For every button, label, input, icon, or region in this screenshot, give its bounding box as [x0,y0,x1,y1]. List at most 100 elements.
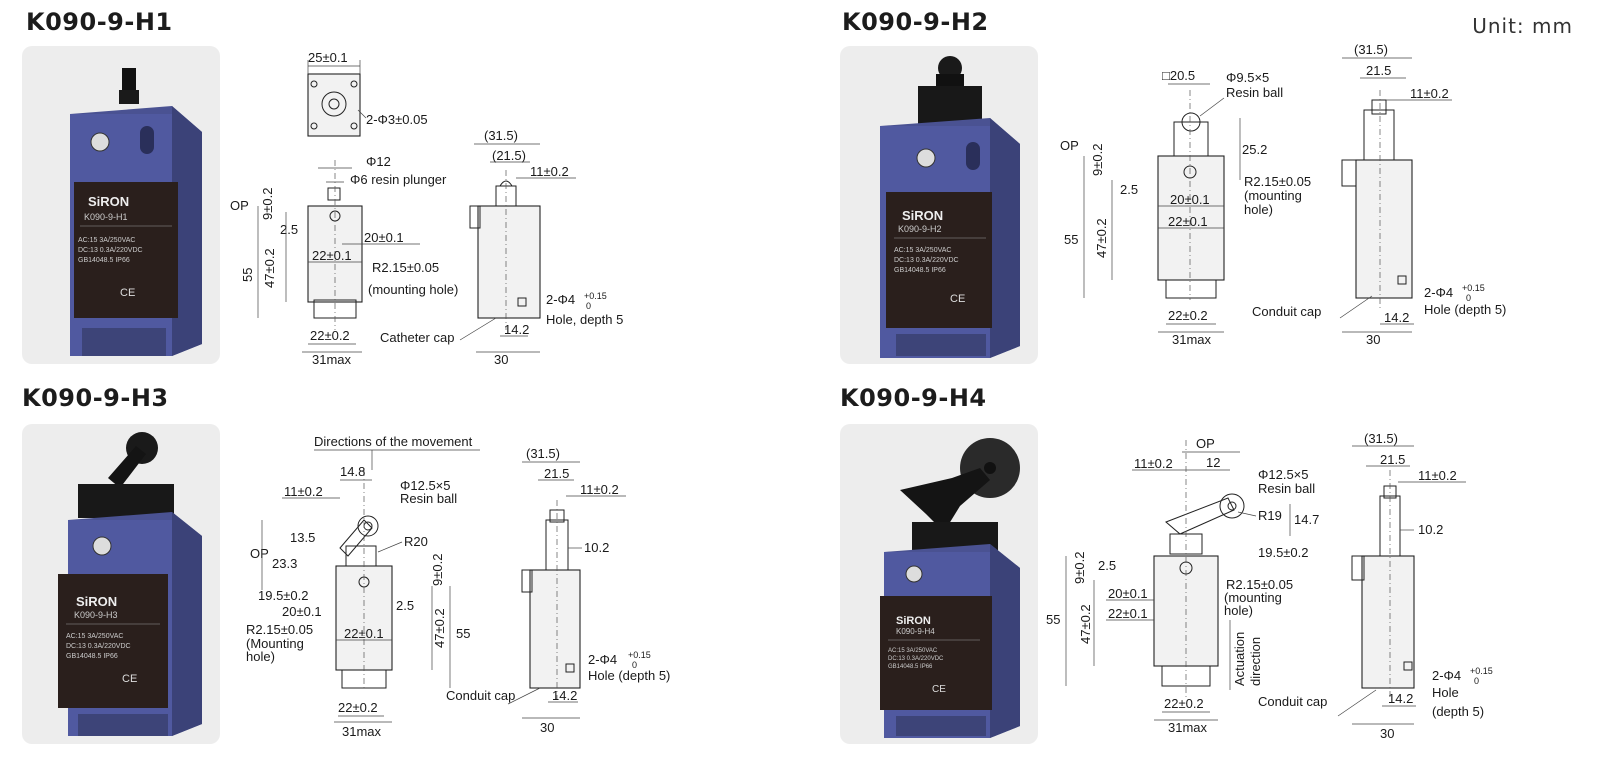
dim-label: 19.5±0.2 [258,588,309,603]
dim-label: 11±0.2 [530,164,569,179]
dim-label: 25±0.1 [308,50,348,65]
brand-text: SiRON [902,208,943,223]
dim-label: hole) [1244,202,1273,217]
dim-label: 14.2 [552,688,577,703]
panel-title-h3: K090-9-H3 [22,384,169,412]
dim-label: 20±0.1 [1170,192,1210,207]
product-photo-h3: SiRON K090-9-H3 AC:15 3A/250VAC DC:13 0.… [22,424,220,744]
h3-front-view: Directions of the movement 14.8 Φ12.5×5 … [246,434,480,739]
dim-label: 0 [586,301,591,311]
dim-label: hole) [1224,603,1253,618]
spec-2: DC:13 0.3A/220VDC [78,247,143,254]
dim-label: 14.7 [1294,512,1319,527]
dim-label: 47±0.2 [262,248,277,288]
dim-label: Φ12.5×5 [1258,467,1309,482]
spec-3: GB14048.5 IP66 [888,664,933,670]
dim-label: Φ6 resin plunger [350,172,447,187]
dim-label: 31max [1172,332,1212,347]
panel-title-h1: K090-9-H1 [26,8,173,36]
model-text: K090-9-H3 [74,610,118,620]
dim-label: (21.5) [492,148,526,163]
dim-label: Catheter cap [380,330,454,345]
ce-mark: CE [120,287,135,299]
brand-text: SiRON [76,594,117,609]
dim-label: 25.2 [1242,142,1267,157]
spec-1: AC:15 3A/250VAC [888,648,938,654]
product-photo-h2: SiRON K090-9-H2 AC:15 3A/250VAC DC:13 0.… [840,46,1038,364]
brand-text: SiRON [896,615,931,627]
dim-label: (31.5) [1364,431,1398,446]
h1-front-view: Φ12 Φ6 resin plunger OP 9±0.2 2.5 20±0.1… [230,154,458,367]
dim-label: (31.5) [1354,42,1388,57]
dim-label: 9±0.2 [260,188,275,220]
dim-label: 0 [1474,676,1479,686]
h4-front-view: OP 11±0.2 12 Φ12.5×5 Resin ball R19 14.7… [1046,436,1319,735]
dim-label: Hole, depth 5 [546,312,623,327]
dim-label: Actuation [1232,632,1247,686]
dim-label: Directions of the movement [314,434,473,449]
dim-label: 31max [342,724,382,739]
switch-illustration-h1: SiRON K090-9-H1 AC:15 3A/250VAC DC:13 0.… [70,68,202,356]
dim-label: Φ9.5×5 [1226,70,1269,85]
dim-label: 11±0.2 [1134,456,1173,471]
dim-label: 10.2 [1418,522,1443,537]
dim-label: 0 [632,660,637,670]
dim-label: 22±0.1 [344,626,384,641]
dim-label: 2.5 [1120,182,1138,197]
dim-label: (Mounting [246,636,304,651]
dim-label: 21.5 [1366,63,1391,78]
dim-label: 9±0.2 [430,554,445,586]
dim-label: Resin ball [1226,85,1283,100]
dim-label: 30 [494,352,508,367]
panel-title-h4: K090-9-H4 [840,384,987,412]
dim-label: 10.2 [584,540,609,555]
dim-label: 9±0.2 [1072,552,1087,584]
dim-label: OP [250,546,269,561]
dim-label: 9±0.2 [1090,144,1105,176]
spec-2: DC:13 0.3A/220VDC [894,257,959,264]
dim-label: R2.15±0.05 [1244,174,1311,189]
spec-1: AC:15 3A/250VAC [894,247,951,254]
dim-label: 22±0.2 [1164,696,1204,711]
dim-label: 2-Φ4 [546,292,575,307]
h2-front-view: □20.5 Φ9.5×5 Resin ball OP 9±0.2 25.2 2.… [1060,68,1311,347]
dim-label: R2.15±0.05 [372,260,439,275]
dim-label: (31.5) [484,128,518,143]
model-text: K090-9-H1 [84,212,128,222]
dim-label: (mounting hole) [368,282,458,297]
h4-side-view: (31.5) 21.5 11±0.2 10.2 2-Φ4 +0.15 0 Hol… [1258,431,1493,741]
dim-label: 13.5 [290,530,315,545]
dim-label: 14.8 [340,464,365,479]
switch-illustration-h2: SiRON K090-9-H2 AC:15 3A/250VAC DC:13 0.… [880,56,1020,358]
dim-label: 2-Φ4 [1424,285,1453,300]
dim-label: +0.15 [628,650,651,660]
dim-label: 20±0.1 [364,230,404,245]
dim-label: 22±0.2 [338,700,378,715]
dim-label: 55 [456,626,470,641]
spec-3: GB14048.5 IP66 [78,257,130,264]
spec-3: GB14048.5 IP66 [66,653,118,660]
dim-label: 31max [312,352,352,367]
spec-3: GB14048.5 IP66 [894,267,946,274]
dim-label: □20.5 [1162,68,1195,83]
panel-title-h2: K090-9-H2 [842,8,989,36]
dim-label: 19.5±0.2 [1258,545,1309,560]
dim-label: 30 [540,720,554,735]
product-photo-h4: SiRON K090-9-H4 AC:15 3A/250VAC DC:13 0.… [840,424,1038,744]
dim-label: 21.5 [544,466,569,481]
h3-side-view: (31.5) 21.5 11±0.2 10.2 2-Φ4 +0.15 0 Hol… [446,446,670,735]
dim-label: R2.15±0.05 [246,622,313,637]
dim-label: 22±0.2 [310,328,350,343]
dim-label: Φ12.5×5 [400,478,451,493]
dim-label: hole) [246,649,275,664]
dim-label: 23.3 [272,556,297,571]
dim-label: 11±0.2 [284,484,323,499]
dim-label: Conduit cap [446,688,515,703]
dim-label: 22±0.1 [312,248,352,263]
h1-side-view: (31.5) (21.5) 11±0.2 2-Φ4 +0.15 0 Hole, … [380,128,623,367]
dim-label: OP [1060,138,1079,153]
